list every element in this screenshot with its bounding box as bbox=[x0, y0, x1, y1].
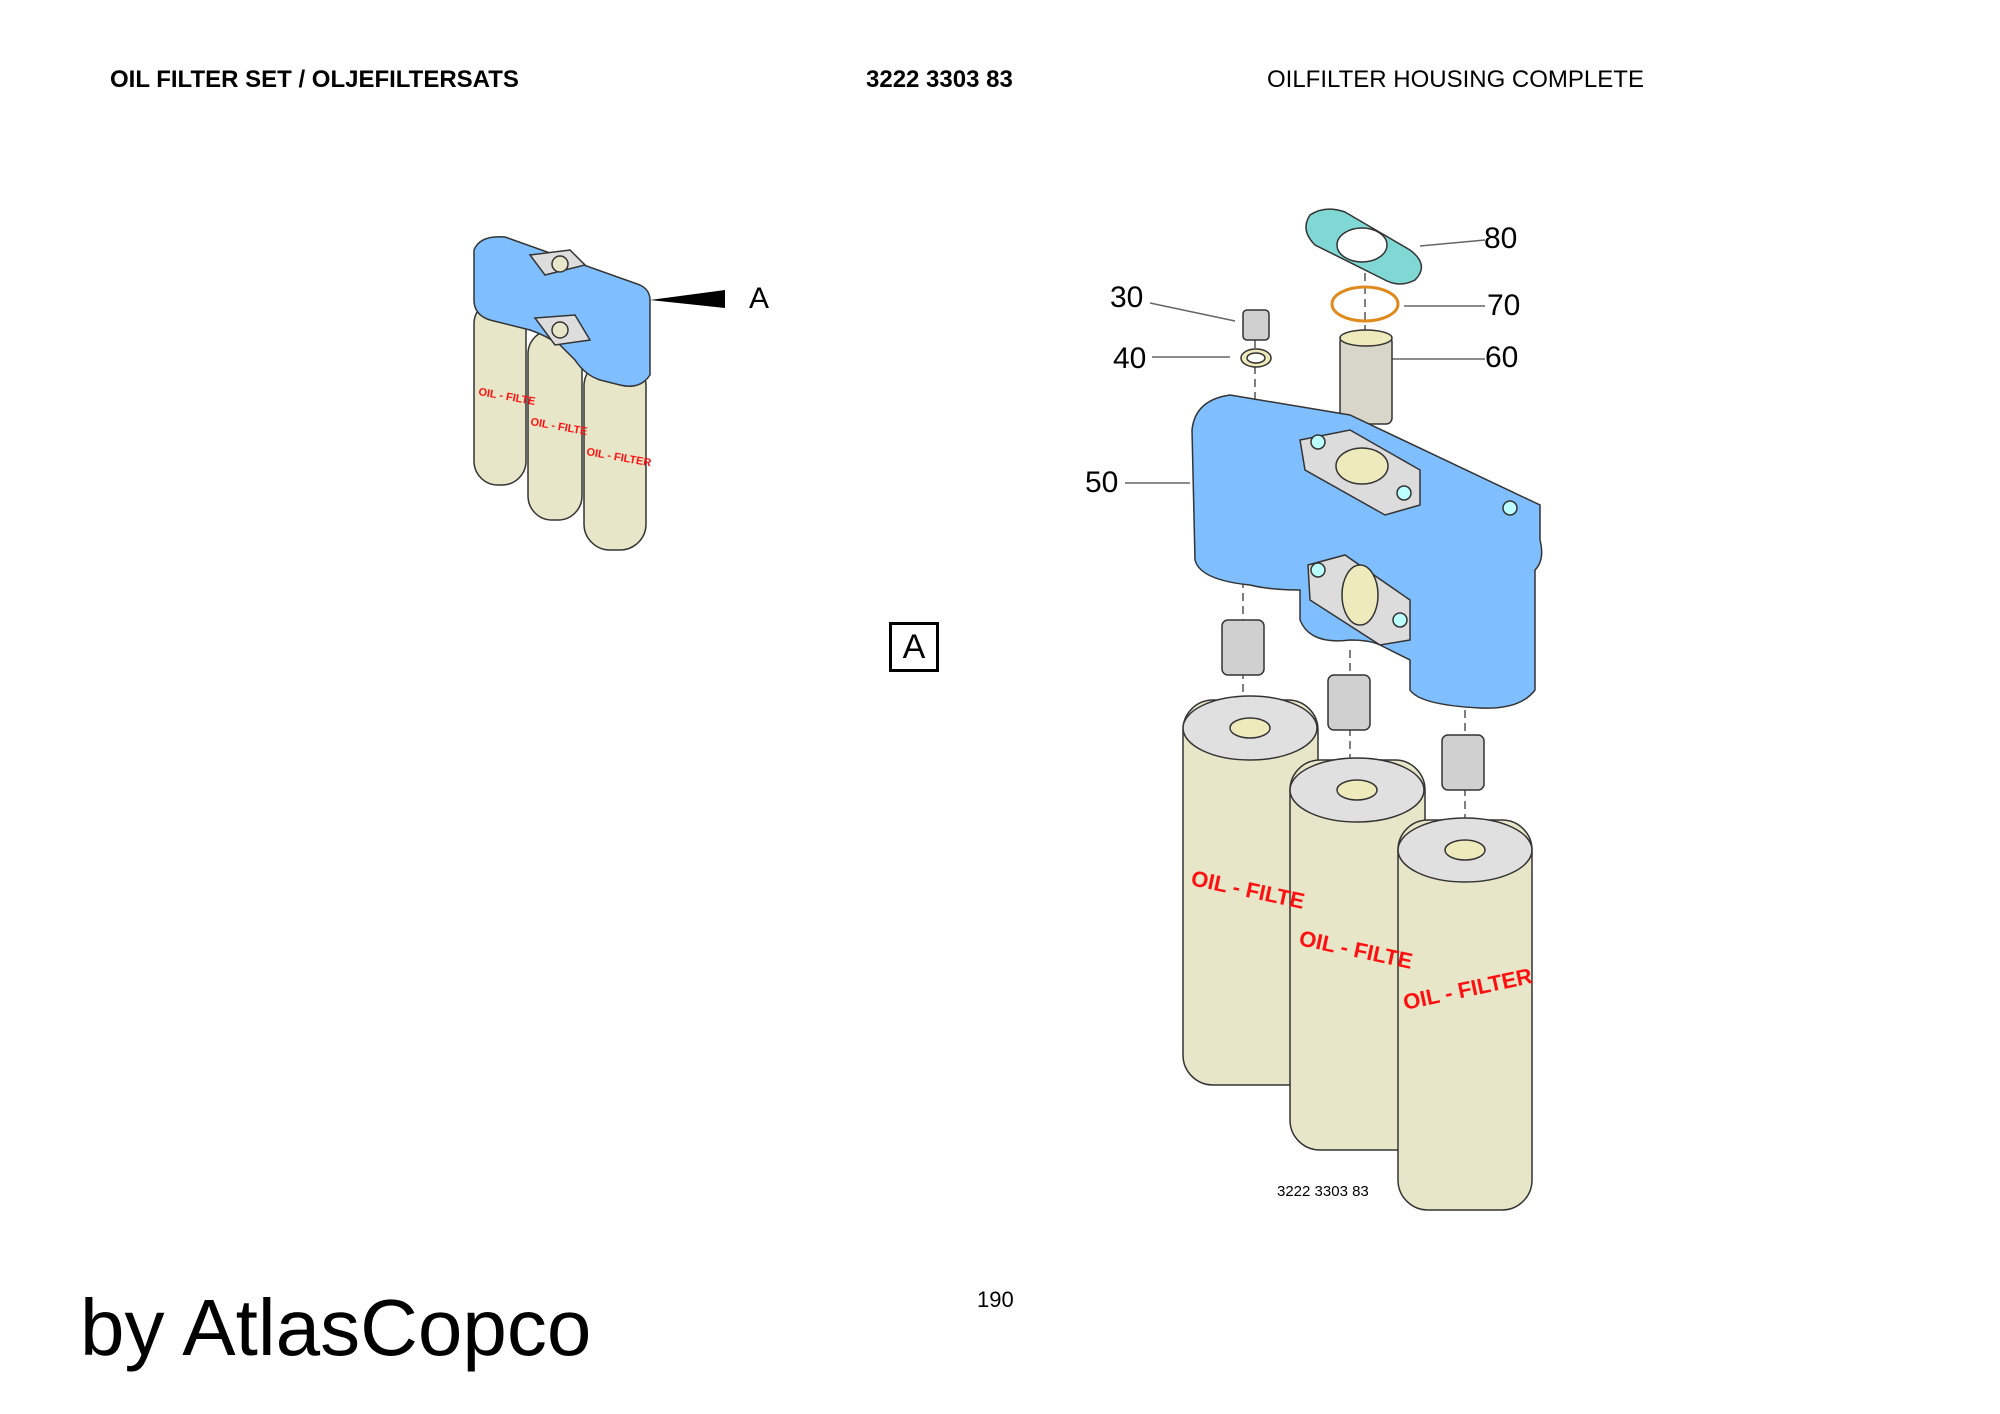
overview-illustration: OIL - FILTE OIL - FILTE OIL - FILTER bbox=[473, 236, 652, 551]
main-illustration: OIL - FILTE OIL - FILTE OIL - FILTER bbox=[1125, 208, 1543, 1211]
callout-80: 80 bbox=[1484, 222, 1518, 255]
callout-60: 60 bbox=[1485, 341, 1519, 374]
detail-view-label: A bbox=[889, 622, 939, 672]
callout-70: 70 bbox=[1487, 289, 1521, 322]
callout-30: 30 bbox=[1110, 281, 1144, 314]
part-number: 3222 3303 83 bbox=[866, 66, 1013, 93]
valve-60 bbox=[1339, 335, 1393, 425]
drawing-number: 3222 3303 83 bbox=[1277, 1183, 1369, 1200]
callout-50: 50 bbox=[1085, 466, 1119, 499]
document-title: OIL FILTER SET / OLJEFILTERSATS bbox=[110, 66, 519, 93]
assembly-title: OILFILTER HOUSING COMPLETE bbox=[1267, 66, 1644, 93]
oil-filters bbox=[1182, 695, 1533, 1211]
callout-40: 40 bbox=[1113, 342, 1147, 375]
housing-50 bbox=[1191, 394, 1543, 709]
footer-brand: by AtlasCopco bbox=[80, 1283, 592, 1372]
view-label: A bbox=[749, 282, 770, 315]
nipple-fittings bbox=[1221, 619, 1485, 791]
o-ring-70 bbox=[1330, 285, 1400, 323]
leader-lines bbox=[1125, 239, 1486, 484]
plug-30 bbox=[1242, 309, 1270, 341]
page-number: 190 bbox=[977, 1287, 1014, 1312]
view-arrow-icon bbox=[650, 290, 725, 308]
